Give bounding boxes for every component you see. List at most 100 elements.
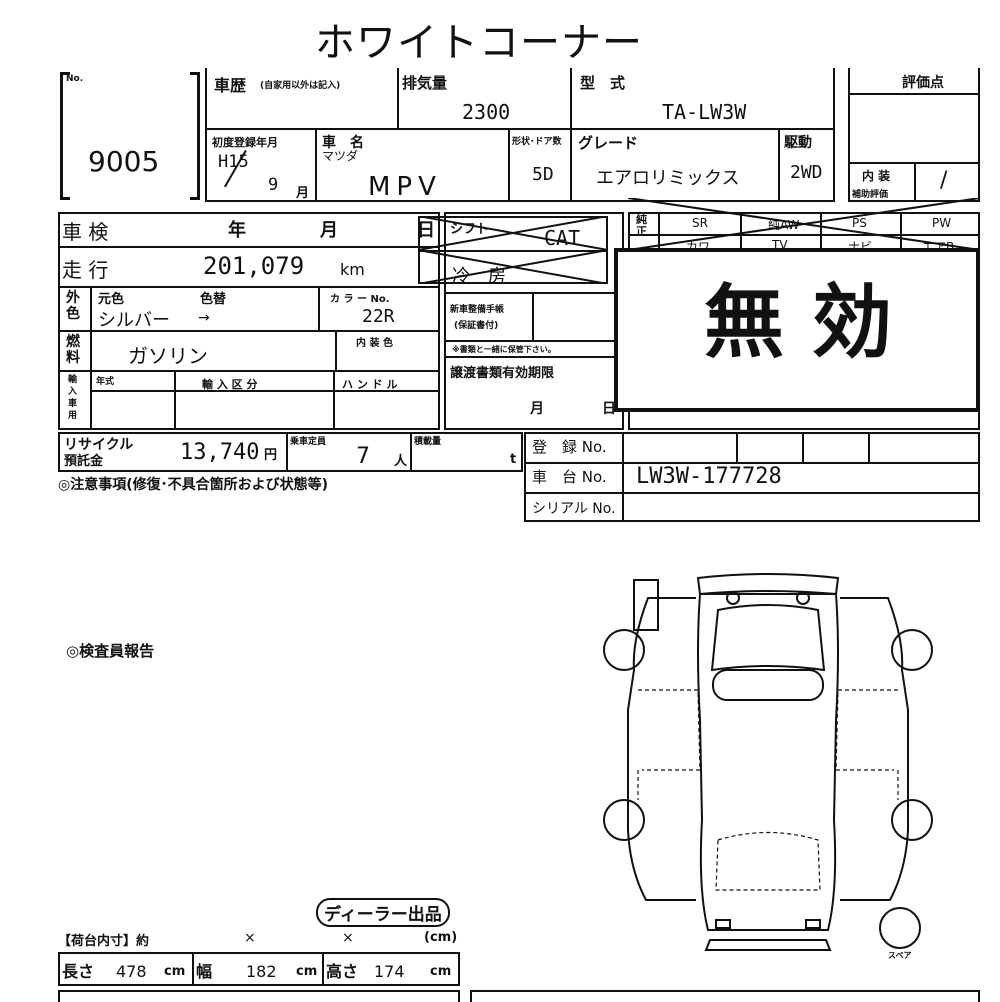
invalid-stamp: 無 効 — [704, 276, 892, 369]
spare-label: スペア — [888, 951, 912, 960]
score-label: 評価点 — [902, 75, 944, 91]
bottom-edge-box-left — [58, 990, 460, 1002]
import-class-label: 輸 入 区 分 — [202, 378, 258, 391]
doors-label: 形状･ドア数 — [512, 137, 562, 147]
import-handle-label: ハ ン ド ル — [342, 378, 398, 391]
registration-table — [524, 432, 980, 522]
shaken-label: 車 検 — [62, 220, 109, 244]
repaint-label: 色替 — [200, 292, 227, 307]
bottom-edge-box-right — [470, 990, 980, 1002]
car-maker: マツダ — [322, 149, 359, 163]
warranty-label: 新車整備手帳 — [450, 305, 505, 315]
shift-cross-lines — [418, 216, 608, 284]
mileage-value: 201,079 — [203, 252, 305, 280]
exterior-label: 外色 — [66, 290, 80, 322]
length-unit: cm — [164, 964, 186, 979]
fuel-label: 燃料 — [66, 334, 80, 366]
repaint-arrow: → — [198, 310, 210, 326]
displacement-label: 排気量 — [402, 74, 448, 92]
warranty-sub: (保証書付) — [454, 321, 499, 331]
fuel-value: ガソリン — [128, 344, 208, 368]
shaken-day: 日 — [417, 220, 435, 241]
transfer-docs-label: 譲渡書類有効期限 — [450, 366, 555, 381]
chassis-no-label: 車 台 No. — [532, 468, 607, 486]
inspection-table-left — [58, 212, 440, 430]
warranty-note: ※書類と一緒に保管下さい。 — [452, 345, 556, 354]
cargo-unit: (cm) — [424, 930, 458, 945]
height-label: 高さ — [326, 962, 359, 981]
equipment-top-2: PS — [852, 216, 867, 230]
chassis-no-value: LW3W-177728 — [636, 464, 782, 489]
recycle-table — [58, 432, 523, 472]
car-name-value: MPV — [368, 172, 442, 202]
recycle-label-2: 預託金 — [64, 454, 104, 469]
width-value: 182 — [246, 962, 277, 981]
grade-value: エアロリミックス — [596, 168, 740, 189]
history-label: 車歴 — [214, 76, 247, 95]
car-name-label: 車 名 — [322, 135, 364, 151]
recycle-value: 13,740 — [180, 440, 260, 465]
shift-label: シフト — [450, 222, 490, 237]
width-unit: cm — [296, 964, 318, 979]
transfer-docs-day: 日 — [602, 401, 616, 417]
lot-number: 9005 — [88, 145, 160, 178]
mileage-unit: km — [340, 260, 365, 279]
capacity-unit: 人 — [394, 454, 408, 469]
lot-no-label: No. — [66, 74, 84, 84]
shaken-month: 月 — [320, 220, 338, 241]
original-color-value: シルバー — [98, 310, 170, 331]
capacity-value: 7 — [356, 444, 370, 469]
model-type-value: TA-LW3W — [662, 100, 747, 124]
capacity-label: 乗車定員 — [290, 437, 327, 447]
cargo-label: 【荷台内寸】約 — [58, 934, 150, 949]
inspector-report-label: ◎検査員報告 — [66, 642, 155, 660]
interior-score-label: 内 装 — [862, 169, 891, 183]
serial-no-label: シリアル No. — [532, 501, 616, 517]
dimensions-table — [58, 952, 460, 986]
displacement-value: 2300 — [462, 100, 511, 124]
recycle-unit: 円 — [264, 448, 278, 463]
grade-label: グレード — [578, 134, 639, 152]
color-no-label: カ ラ ー No. — [330, 294, 390, 305]
interior-score-sub: 補助評価 — [852, 190, 889, 200]
load-label: 積載量 — [414, 437, 442, 447]
equipment-pure-label: 純正 — [636, 213, 647, 238]
history-note: (自家用以外は記入) — [260, 81, 341, 91]
mileage-label: 走 行 — [62, 258, 109, 282]
drive-label: 駆動 — [784, 135, 812, 151]
invalid-stamp-box — [614, 248, 980, 412]
equipment-cross-lines — [628, 198, 980, 250]
load-unit: t — [510, 452, 517, 467]
shift-value: CAT — [544, 226, 581, 250]
import-label: 輸入車用 — [68, 375, 78, 421]
height-unit: cm — [430, 964, 452, 979]
length-label: 長さ — [62, 962, 95, 981]
equipment-top-3: PW — [932, 216, 952, 230]
import-year-label: 年式 — [96, 377, 115, 387]
first-reg-label: 初度登録年月 — [212, 136, 278, 149]
cargo-x1: × — [244, 930, 256, 946]
spare-tire-icon — [879, 907, 921, 949]
first-reg-month-unit: 月 — [296, 186, 310, 201]
car-diagram — [603, 573, 933, 951]
height-value: 174 — [374, 962, 405, 981]
transfer-docs-month: 月 — [530, 401, 544, 417]
first-reg-month: 9 — [268, 175, 279, 195]
drive-value: 2WD — [790, 162, 823, 183]
dealer-stamp: ディーラー出品 — [316, 898, 450, 927]
doors-value: 5D — [532, 164, 554, 185]
page-title: ホワイトコーナー — [315, 20, 643, 66]
equipment-top-0: SR — [692, 216, 708, 230]
interior-color-label: 内 装 色 — [356, 338, 393, 349]
width-label: 幅 — [196, 962, 213, 981]
model-type-label: 型 式 — [580, 74, 626, 92]
color-no-value: 22R — [362, 306, 395, 327]
aircon-label: 冷 房 — [452, 266, 506, 287]
cargo-x2: × — [342, 930, 354, 946]
spec-grid-top — [205, 68, 835, 202]
shaken-year: 年 — [228, 220, 246, 241]
caution-label: ◎注意事項(修復･不具合箇所および状態等) — [58, 477, 329, 493]
recycle-label-1: リサイクル — [64, 437, 134, 453]
original-color-label: 元色 — [98, 292, 125, 307]
registration-no-label: 登 録 No. — [532, 438, 607, 456]
